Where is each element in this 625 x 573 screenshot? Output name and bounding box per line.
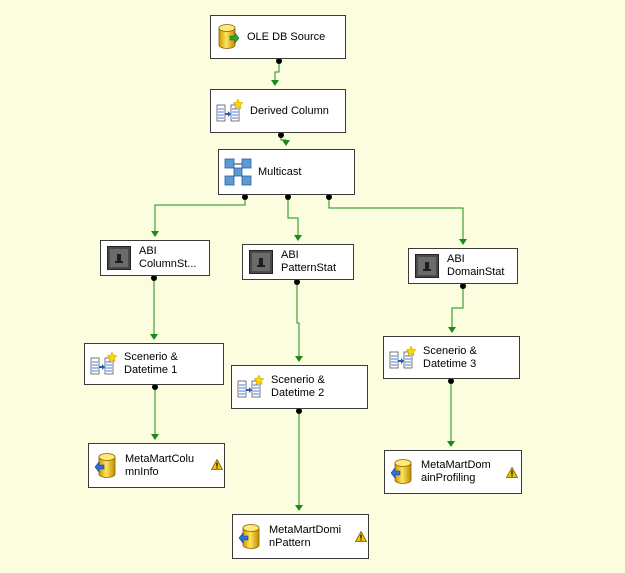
output-port-dot[interactable]: [294, 279, 300, 285]
arrow-head: [294, 235, 302, 241]
component-label: MetaMartDom ainProfiling: [421, 459, 491, 484]
arrow-head: [151, 231, 159, 237]
output-port-dot[interactable]: [242, 194, 248, 200]
output-port-dot[interactable]: [276, 58, 282, 64]
scenerio-datetime-3-component[interactable]: Scenerio & Datetime 3: [383, 336, 520, 379]
output-port-dot[interactable]: [285, 194, 291, 200]
path-multi-to-abi1[interactable]: [154, 196, 246, 236]
output-port-dot[interactable]: [460, 283, 466, 289]
metamart-domain-profiling-destination[interactable]: MetaMartDom ainProfiling: [384, 450, 522, 494]
warning-icon[interactable]: [210, 458, 224, 474]
component-label: ABI ColumnSt...: [139, 245, 197, 270]
component-label: ABI PatternStat: [281, 249, 337, 274]
ole-db-source-component[interactable]: OLE DB Source: [210, 15, 346, 59]
path-multi-to-abi2[interactable]: [287, 196, 299, 240]
abi-pattern-stat-component[interactable]: ABI PatternStat: [242, 244, 354, 280]
abi-column-stat-component[interactable]: ABI ColumnSt...: [100, 240, 210, 276]
component-label: ABI DomainStat: [447, 253, 505, 278]
script-component-icon: [249, 250, 273, 274]
scenerio-datetime-1-component[interactable]: Scenerio & Datetime 1: [84, 343, 224, 385]
derived-column-icon: [216, 99, 244, 123]
abi-domain-stat-component[interactable]: ABI DomainStat: [408, 248, 518, 284]
path-abi3-to-sc3[interactable]: [451, 285, 464, 332]
derived-column-icon: [90, 352, 118, 376]
component-label: Scenerio & Datetime 1: [124, 351, 178, 376]
component-label: OLE DB Source: [247, 30, 326, 43]
output-port-dot[interactable]: [152, 384, 158, 390]
arrow-head: [150, 334, 158, 340]
component-label: Scenerio & Datetime 2: [271, 374, 325, 399]
path-multi-to-abi3[interactable]: [328, 196, 464, 244]
arrow-head: [447, 441, 455, 447]
component-label: Derived Column: [250, 104, 329, 117]
arrow-head: [459, 239, 467, 245]
output-port-dot[interactable]: [151, 275, 157, 281]
database-destination-icon: [391, 458, 413, 486]
output-port-dot[interactable]: [448, 378, 454, 384]
script-component-icon: [415, 254, 439, 278]
metamart-column-info-destination[interactable]: MetaMartColu mnInfo: [88, 443, 225, 488]
component-label: MetaMartColu mnInfo: [125, 452, 195, 478]
path-ole-to-derived[interactable]: [274, 60, 280, 85]
arrow-head: [448, 327, 456, 333]
output-port-dot[interactable]: [296, 408, 302, 414]
database-destination-icon: [239, 523, 261, 551]
database-source-icon: [217, 23, 239, 51]
multicast-icon: [224, 158, 252, 186]
warning-icon[interactable]: [354, 530, 368, 546]
metamart-domain-pattern-destination[interactable]: MetaMartDomi nPattern: [232, 514, 369, 559]
arrow-head: [271, 80, 279, 86]
component-label: MetaMartDomi nPattern: [269, 523, 342, 549]
arrow-head: [282, 140, 290, 146]
output-port-dot[interactable]: [278, 132, 284, 138]
warning-icon[interactable]: [505, 466, 519, 482]
path-abi2-to-sc2[interactable]: [296, 281, 300, 361]
scenerio-datetime-2-component[interactable]: Scenerio & Datetime 2: [231, 365, 368, 409]
arrow-head: [295, 356, 303, 362]
output-port-dot[interactable]: [326, 194, 332, 200]
multicast-component[interactable]: Multicast: [218, 149, 355, 195]
database-destination-icon: [95, 452, 117, 480]
derived-column-component[interactable]: Derived Column: [210, 89, 346, 133]
arrow-head: [295, 505, 303, 511]
component-label: Scenerio & Datetime 3: [423, 344, 477, 370]
derived-column-icon: [237, 375, 265, 399]
derived-column-icon: [389, 345, 417, 370]
script-component-icon: [107, 246, 131, 270]
arrow-head: [151, 434, 159, 440]
component-label: Multicast: [258, 165, 302, 178]
